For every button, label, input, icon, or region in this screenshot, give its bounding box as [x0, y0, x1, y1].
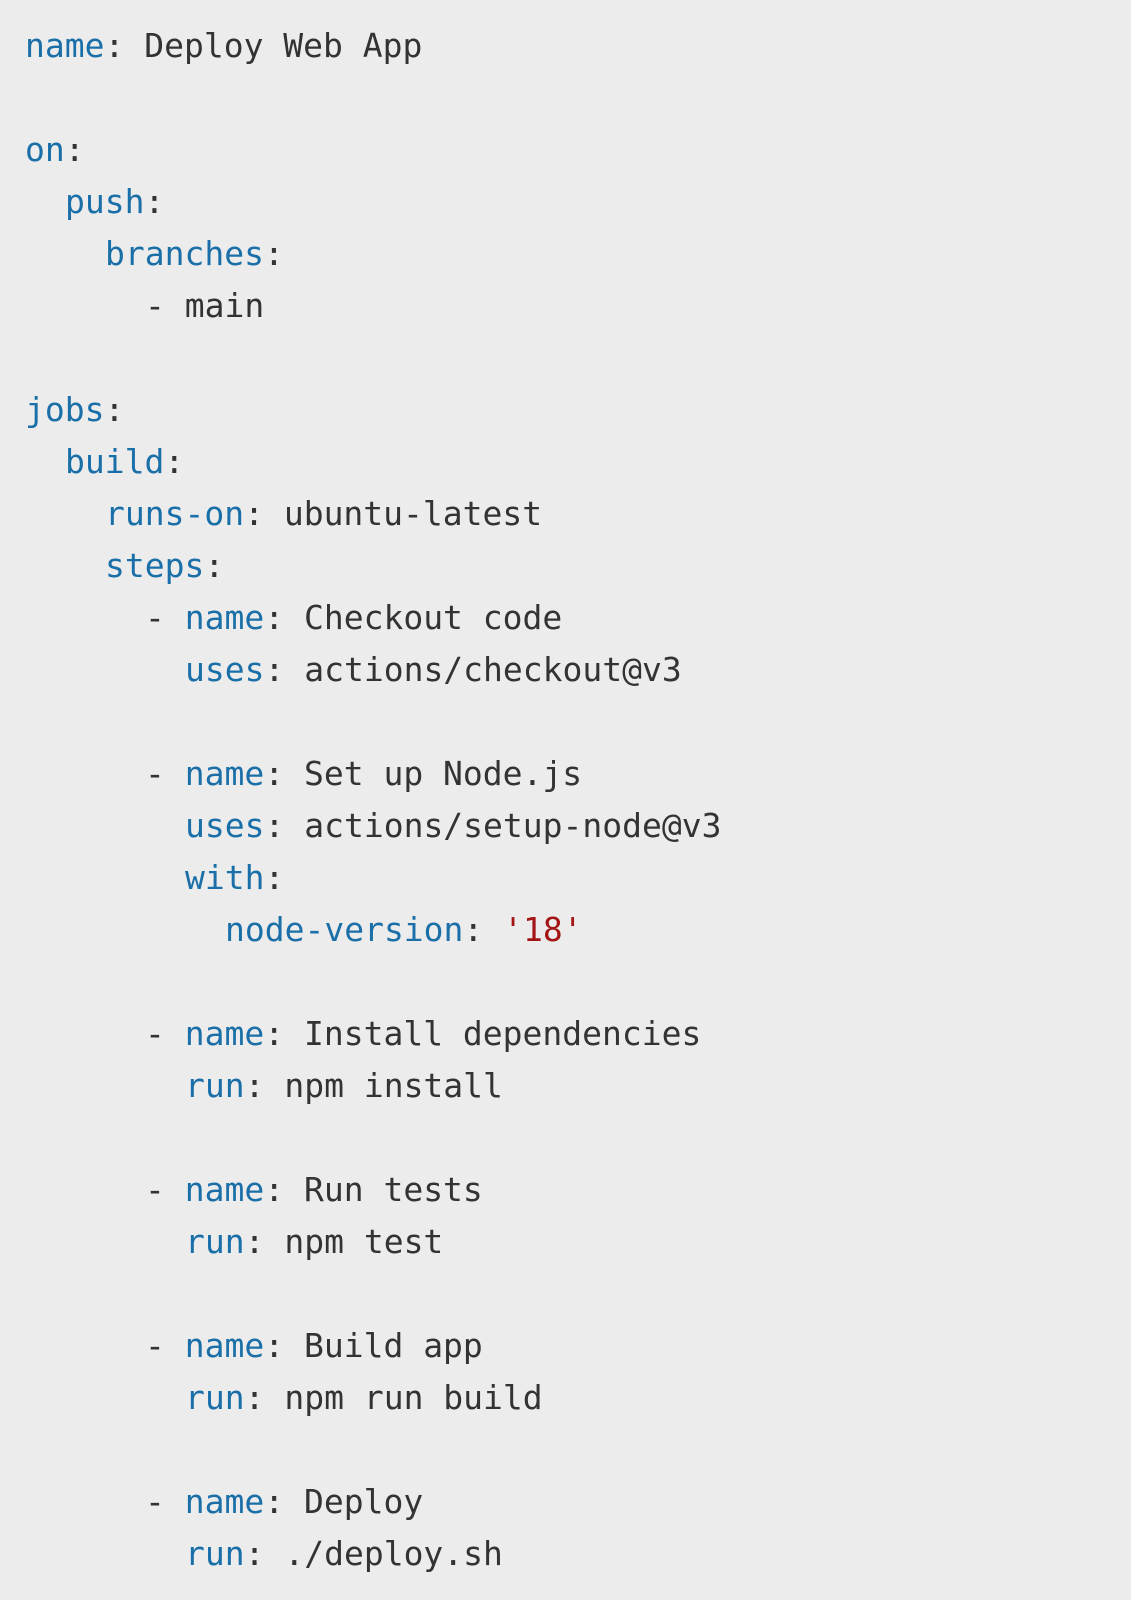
colon: :: [264, 806, 285, 845]
blank-line: [25, 338, 1131, 390]
colon: :: [104, 26, 125, 65]
yaml-key: run: [185, 1222, 245, 1261]
yaml-key: branches: [105, 234, 264, 273]
node-version-line: node-version: '18': [25, 910, 1131, 962]
list-dash: -: [145, 286, 165, 325]
list-dash: -: [145, 1326, 165, 1365]
step-action-line: run: npm test: [25, 1222, 1131, 1274]
code-line-name: name: Deploy Web App: [25, 26, 1131, 78]
yaml-key: name: [184, 1014, 265, 1053]
yaml-key: build: [65, 442, 165, 481]
yaml-key: with: [185, 858, 265, 897]
code-line-push: push:: [25, 182, 1131, 234]
yaml-key: runs-on: [105, 494, 245, 533]
step-action-line: run: npm install: [25, 1066, 1131, 1118]
step-action: ./deploy.sh: [284, 1534, 503, 1573]
step-name-line: - name: Checkout code: [25, 598, 1131, 650]
yaml-key: name: [25, 26, 105, 65]
yaml-key: steps: [105, 546, 205, 585]
runner-name: ubuntu-latest: [283, 494, 543, 533]
yaml-key: node-version: [225, 910, 464, 949]
yaml-key: push: [65, 182, 145, 221]
step-action-line: uses: actions/checkout@v3: [25, 650, 1131, 702]
colon: :: [144, 182, 165, 221]
colon: :: [104, 390, 125, 429]
list-dash: -: [145, 1170, 165, 1209]
yaml-key: run: [185, 1066, 245, 1105]
yaml-key: name: [184, 754, 265, 793]
step-name-line: - name: Run tests: [25, 1170, 1131, 1222]
step-name: Build app: [303, 1326, 483, 1365]
step-name-line: - name: Build app: [25, 1326, 1131, 1378]
code-line-steps: steps:: [25, 546, 1131, 598]
step-action: npm run build: [284, 1378, 543, 1417]
blank-line: [25, 962, 1131, 1014]
colon: :: [264, 754, 285, 793]
list-dash: -: [145, 598, 165, 637]
colon: :: [264, 650, 285, 689]
step-action-line: run: npm run build: [25, 1378, 1131, 1430]
yaml-key: run: [185, 1534, 245, 1573]
code-line-jobs: jobs:: [25, 390, 1131, 442]
colon: :: [264, 1482, 285, 1521]
step-name-line: - name: Set up Node.js: [25, 754, 1131, 806]
yaml-key: uses: [185, 650, 265, 689]
step-name: Install dependencies: [303, 1014, 702, 1053]
colon: :: [264, 598, 285, 637]
yaml-key: name: [184, 598, 265, 637]
colon: :: [263, 234, 284, 273]
step-action: actions/setup-node@v3: [304, 806, 722, 845]
yaml-key: uses: [185, 806, 265, 845]
colon: :: [244, 1378, 265, 1417]
code-line-branches: branches:: [25, 234, 1131, 286]
colon: :: [244, 1534, 265, 1573]
blank-line: [25, 1430, 1131, 1482]
step-name: Set up Node.js: [303, 754, 583, 793]
blank-line: [25, 702, 1131, 754]
workflow-name: Deploy Web App: [144, 26, 423, 65]
step-name: Run tests: [303, 1170, 483, 1209]
yaml-key: name: [184, 1482, 265, 1521]
yaml-key: on: [25, 130, 65, 169]
step-name: Checkout code: [303, 598, 563, 637]
branch-name: main: [184, 286, 265, 325]
colon: :: [244, 494, 264, 533]
code-line-on: on:: [25, 130, 1131, 182]
colon: :: [264, 858, 285, 897]
colon: :: [244, 1066, 265, 1105]
list-dash: -: [145, 754, 165, 793]
colon: :: [463, 910, 484, 949]
yaml-key: jobs: [25, 390, 105, 429]
step-name: Deploy: [303, 1482, 424, 1521]
step-action: npm test: [284, 1222, 444, 1261]
colon: :: [64, 130, 85, 169]
code-line-branch-item: - main: [25, 286, 1131, 338]
yaml-key: run: [185, 1378, 245, 1417]
blank-line: [25, 78, 1131, 130]
blank-line: [25, 1274, 1131, 1326]
colon: :: [264, 1014, 285, 1053]
colon: :: [264, 1326, 285, 1365]
yaml-key: name: [184, 1326, 265, 1365]
code-line-build: build:: [25, 442, 1131, 494]
step-action-line: run: ./deploy.sh: [25, 1534, 1131, 1586]
node-version-string: '18': [503, 910, 583, 949]
colon: :: [264, 1170, 285, 1209]
step-with-line: with:: [25, 858, 1131, 910]
step-action: npm install: [284, 1066, 503, 1105]
colon: :: [164, 442, 185, 481]
blank-line: [25, 1118, 1131, 1170]
step-action: actions/checkout@v3: [304, 650, 682, 689]
list-dash: -: [145, 1482, 165, 1521]
list-dash: -: [145, 1014, 165, 1053]
step-action-line: uses: actions/setup-node@v3: [25, 806, 1131, 858]
step-name-line: - name: Deploy: [25, 1482, 1131, 1534]
colon: :: [204, 546, 225, 585]
step-name-line: - name: Install dependencies: [25, 1014, 1131, 1066]
yaml-key: name: [184, 1170, 265, 1209]
code-line-runs-on: runs-on: ubuntu-latest: [25, 494, 1131, 546]
colon: :: [244, 1222, 265, 1261]
